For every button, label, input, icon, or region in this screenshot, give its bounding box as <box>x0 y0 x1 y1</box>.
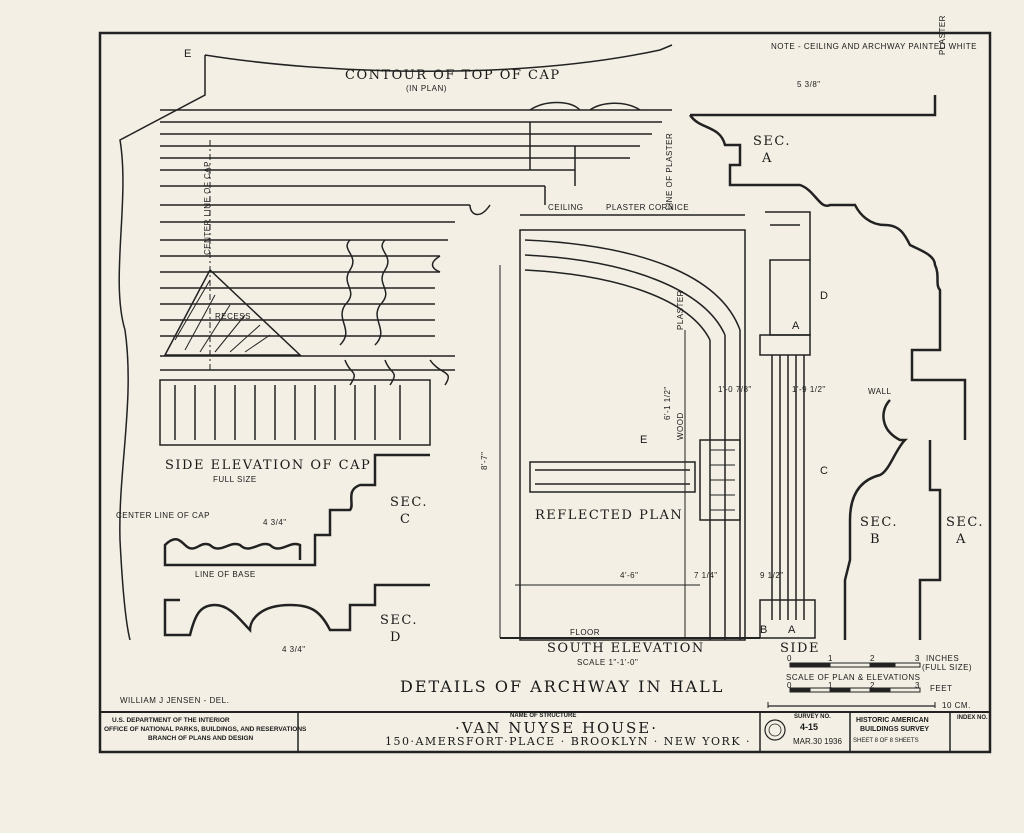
contour-title: CONTOUR OF TOP OF CAP <box>345 68 561 83</box>
section-profiles-cd <box>163 453 430 637</box>
scale-bars <box>767 662 936 708</box>
sec-b-label: SEC. <box>860 515 899 530</box>
sheet-border <box>98 31 992 754</box>
center-line-label: CENTER LINE OF CAP <box>203 161 212 255</box>
side-elevation-column <box>759 211 816 639</box>
habs-line-1: HISTORIC AMERICAN <box>856 717 929 724</box>
south-elevation <box>499 214 760 641</box>
side-elevation-title: SIDE ELEVATION OF CAP <box>165 458 372 473</box>
ceiling-note: NOTE - CEILING AND ARCHWAY PAINTED WHITE <box>771 42 977 51</box>
line-of-base-label: LINE OF BASE <box>195 570 256 579</box>
structure-name-label: NAME OF STRUCTURE <box>510 713 577 719</box>
sec-a-right-letter: A <box>956 532 967 547</box>
inch-scale-unit: INCHES <box>926 654 960 663</box>
inch-scale-0: 0 <box>787 654 792 663</box>
sec-d-dimension: 4 3/4" <box>282 645 306 654</box>
wood-label: WOOD <box>676 412 685 440</box>
section-c-marker: C <box>820 465 829 477</box>
inch-scale-2: 2 <box>870 654 875 663</box>
sec-a-top-letter: A <box>762 151 773 166</box>
section-e-marker: E <box>640 434 649 446</box>
dim-9: 9 1/2" <box>760 571 784 580</box>
sec-a-right-label: SEC. <box>946 515 985 530</box>
delineator: WILLIAM J JENSEN - DEL. <box>120 696 230 705</box>
drawing-title: DETAILS OF ARCHWAY IN HALL <box>400 677 725 696</box>
sec-c-dimension: 4 3/4" <box>263 518 287 527</box>
plaster-note: PLASTER <box>938 15 947 55</box>
section-a-marker: A <box>792 320 801 332</box>
feet-scale-unit: FEET <box>930 684 953 693</box>
sec-d-letter: D <box>390 630 402 645</box>
dim-inner-height: 6'-1 1/2" <box>663 386 672 420</box>
side-elevation-sub: FULL SIZE <box>213 475 257 484</box>
feet-scale-3: 3 <box>915 681 920 690</box>
plaster-vertical-label: PLASTER <box>676 290 685 330</box>
dim-width: 4'-6" <box>620 571 639 580</box>
feet-scale-0: 0 <box>787 681 792 690</box>
section-d-marker: D <box>820 290 829 302</box>
dim-b: 1'-9 1/2" <box>792 385 826 394</box>
recess-label: RECESS <box>215 312 251 321</box>
sec-a-top-label: SEC. <box>753 134 792 149</box>
south-elevation-scale: SCALE 1"-1'-0" <box>577 658 639 667</box>
wall-label: WALL <box>868 387 892 396</box>
agency-line-3: BRANCH OF PLANS AND DESIGN <box>148 735 254 742</box>
inch-scale-note: (FULL SIZE) <box>922 663 973 672</box>
survey-label: SURVEY NO. <box>794 714 831 720</box>
sec-a-top-dimension: 5 3/8" <box>797 80 821 89</box>
structure-address: 150·AMERSFORT·PLACE · BROOKLYN · NEW YOR… <box>385 735 752 748</box>
ceiling-label: CEILING <box>548 203 584 212</box>
sheet-number: SHEET 8 OF 8 SHEETS <box>853 738 919 744</box>
index-label: INDEX NO. <box>957 715 988 721</box>
section-profiles-ab <box>688 95 967 640</box>
sec-c-letter: C <box>400 512 412 527</box>
dim-side: 7 1/4" <box>694 571 718 580</box>
side-title: SIDE <box>780 641 820 656</box>
south-elevation-title: SOUTH ELEVATION <box>547 641 705 656</box>
habs-line-2: BUILDINGS SURVEY <box>860 726 930 733</box>
inch-scale-3: 3 <box>915 654 920 663</box>
agency-line-2: OFFICE OF NATIONAL PARKS, BUILDINGS, AND… <box>104 726 307 733</box>
floor-label: FLOOR <box>570 628 601 637</box>
plan-scale-title: SCALE OF PLAN & ELEVATIONS <box>786 673 921 682</box>
agency-line-1: U.S. DEPARTMENT OF THE INTERIOR <box>112 717 230 724</box>
structure-name: ·VAN NUYSE HOUSE· <box>455 719 658 737</box>
reflected-plan-title: REFLECTED PLAN <box>535 508 684 523</box>
title-block-lines <box>100 711 990 752</box>
plaster-cornice-label: PLASTER CORNICE <box>606 203 690 212</box>
sec-c-centerline: CENTER LINE OF CAP <box>116 511 210 520</box>
feet-scale-2: 2 <box>870 681 875 690</box>
section-a-bottom: A <box>788 624 797 636</box>
cap-drawing <box>118 44 673 641</box>
line-of-plaster-label: LINE OF PLASTER <box>665 132 674 210</box>
dim-height: 8'-7" <box>480 451 489 470</box>
survey-date: MAR.30 1936 <box>793 737 842 746</box>
survey-number: 4-15 <box>800 722 819 732</box>
cm-scale-label: 10 CM. <box>942 701 971 710</box>
section-b-bottom: B <box>760 624 769 636</box>
e-mark: E <box>184 48 193 60</box>
sec-c-label: SEC. <box>390 495 429 510</box>
dim-a: 1'-0 7/8" <box>718 385 752 394</box>
sec-b-letter: B <box>870 532 882 547</box>
feet-scale-1: 1 <box>828 681 833 690</box>
inch-scale-1: 1 <box>828 654 833 663</box>
contour-subtitle: (IN PLAN) <box>406 84 447 93</box>
sec-d-label: SEC. <box>380 613 419 628</box>
